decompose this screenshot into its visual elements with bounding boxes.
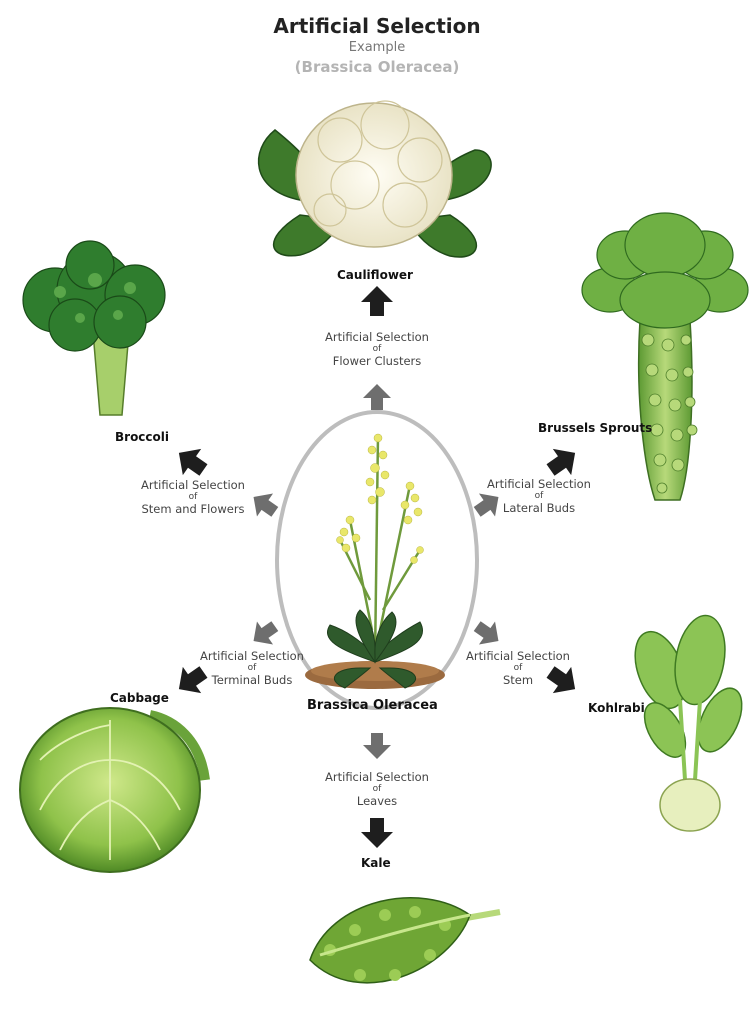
selection-leaves: Artificial Selection of Leaves: [325, 770, 429, 808]
diagram-subtitle: Example: [348, 40, 406, 55]
center-label: Brassica Oleracea: [307, 698, 438, 713]
diagram-title: Artificial Selection: [273, 14, 481, 38]
label-kale: Kale: [361, 856, 391, 870]
selection-lateral-buds: Artificial Selection of Lateral Buds: [487, 477, 591, 515]
broccoli-illustration: [22, 240, 166, 416]
arrow-upper-right-dark: [546, 448, 576, 476]
selection-terminal-buds: Artificial Selection of Terminal Buds: [200, 649, 304, 687]
arrow-upper-left-dark: [178, 448, 208, 476]
wild-mustard-plant-illustration: [305, 433, 445, 689]
arrow-upper-right-gray: [473, 493, 499, 517]
arrow-down-dark: [361, 818, 393, 848]
label-broccoli: Broccoli: [115, 430, 170, 444]
arrow-lower-left-dark: [178, 666, 208, 694]
kale-illustration: [309, 897, 501, 984]
kohlrabi-illustration: [634, 614, 743, 832]
cabbage-illustration: [19, 707, 210, 873]
brussels-sprouts-illustration: [581, 212, 749, 501]
arrow-lower-left-gray: [253, 621, 279, 645]
arrow-down-gray: [363, 733, 391, 759]
label-cabbage: Cabbage: [110, 691, 169, 705]
selection-flower-clusters: Artificial Selection of Flower Clusters: [325, 330, 429, 368]
arrow-lower-right-dark: [546, 666, 576, 694]
arrow-lower-right-gray: [473, 621, 499, 645]
arrow-up-gray: [363, 384, 391, 410]
arrow-upper-left-gray: [253, 493, 279, 517]
species-name: (Brassica Oleracea): [294, 58, 460, 76]
cauliflower-illustration: [257, 100, 492, 258]
label-kohlrabi: Kohlrabi: [588, 701, 645, 715]
selection-stem: Artificial Selection of Stem: [466, 649, 570, 687]
selection-stem-and-flowers: Artificial Selection of Stem and Flowers: [141, 478, 245, 516]
label-brussels-sprouts: Brussels Sprouts: [538, 421, 653, 435]
label-cauliflower: Cauliflower: [337, 268, 413, 282]
center-ellipse: [275, 410, 479, 710]
arrow-up-dark: [361, 286, 393, 316]
